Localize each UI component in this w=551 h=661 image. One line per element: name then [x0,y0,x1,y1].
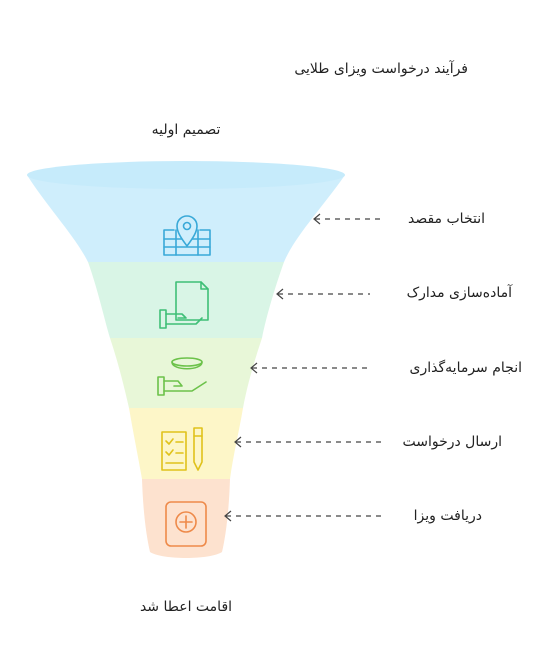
arrow-stage-2 [276,288,370,300]
funnel-segments [27,161,345,558]
arrow-stage-3 [250,362,370,374]
stage-label-4: ارسال درخواست [402,434,502,450]
form-pen-icon [161,427,203,471]
investment-hand-icon [157,357,207,396]
document-hand-icon [159,281,209,329]
funnel-top-rim [27,161,345,189]
diagram-title: فرآیند درخواست ویزای طلایی [294,61,468,77]
map-pin-icon [163,215,211,256]
funnel-top-label: تصمیم اولیه [151,122,221,138]
leader-arrows [224,213,384,522]
arrow-stage-4 [234,436,384,448]
funnel-segment-3 [110,338,262,408]
stage-label-5: دریافت ویزا [413,508,482,524]
stage-label-2: آماده‌سازی مدارک [406,285,512,301]
funnel-segment-2 [88,262,284,338]
visa-passport-icon [165,501,207,547]
stage-label-3: انجام سرمایه‌گذاری [409,360,522,376]
stage-label-1: انتخاب مقصد [407,211,485,227]
arrow-stage-1 [313,213,382,225]
arrow-stage-5 [224,510,382,522]
funnel-bottom-label: اقامت اعطا شد [139,599,233,615]
